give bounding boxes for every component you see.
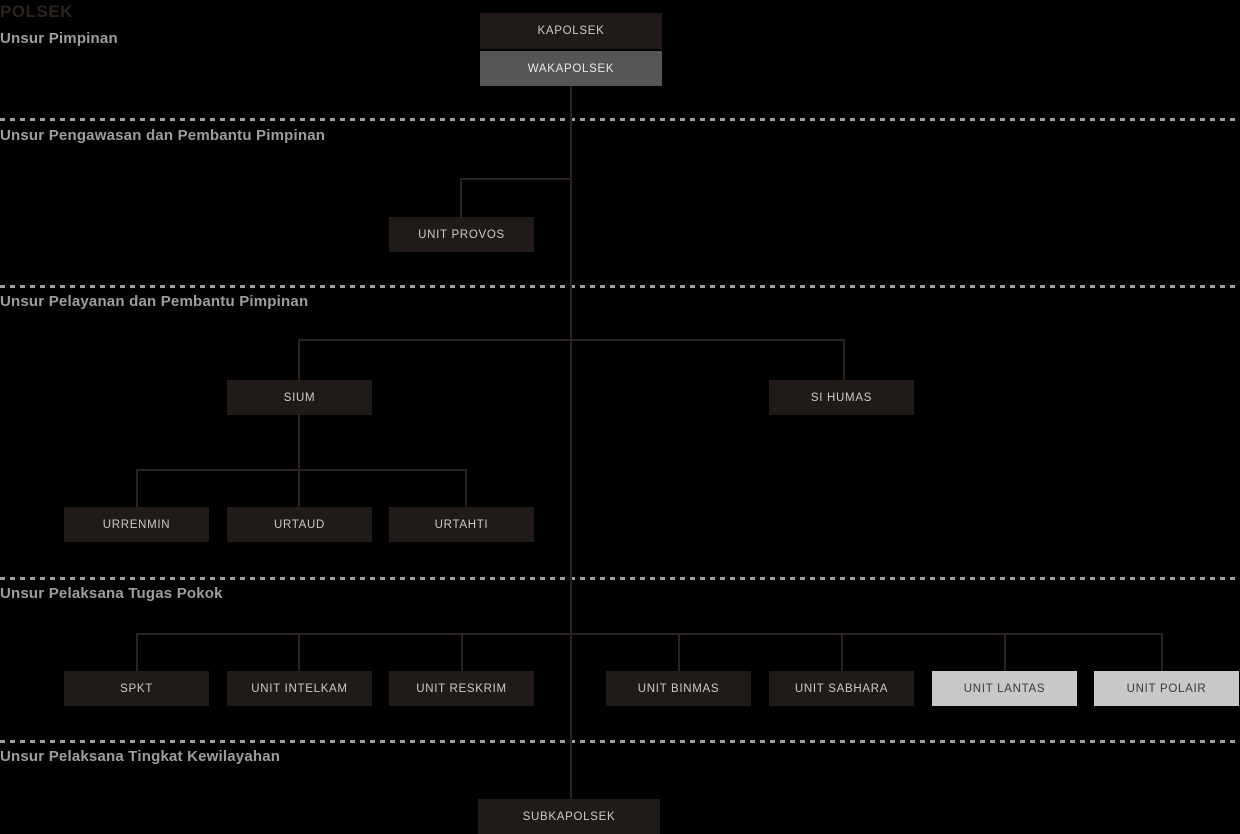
connector-sium-stem: [298, 414, 300, 470]
connector-provos-horizontal: [460, 178, 572, 180]
node-unit-lantas[interactable]: UNIT LANTAS: [932, 671, 1077, 706]
band-label-unsur-pengawasan: Unsur Pengawasan dan Pembantu Pimpinan: [0, 127, 326, 144]
node-si-humas[interactable]: SI HUMAS: [769, 380, 914, 415]
connector-main-trunk: [570, 85, 572, 801]
node-kapolsek[interactable]: KAPOLSEK: [480, 13, 662, 49]
band-label-unsur-pelayanan: Unsur Pelayanan dan Pembantu Pimpinan: [0, 293, 309, 310]
node-unit-reskrim[interactable]: UNIT RESKRIM: [389, 671, 534, 706]
connector-urrenmin-drop: [136, 469, 138, 508]
node-wakapolsek[interactable]: WAKAPOLSEK: [480, 51, 662, 86]
node-urtahti[interactable]: URTAHTI: [389, 507, 534, 542]
divider-1: [0, 118, 1240, 121]
connector-urtaud-drop: [298, 469, 300, 508]
connector-intelkam-drop: [298, 633, 300, 672]
divider-2: [0, 285, 1240, 288]
node-spkt[interactable]: SPKT: [64, 671, 209, 706]
band-label-unsur-kewilayahan: Unsur Pelaksana Tingkat Kewilayahan: [0, 748, 281, 765]
node-unit-polair[interactable]: UNIT POLAIR: [1094, 671, 1239, 706]
connector-sihumas-drop: [843, 339, 845, 381]
connector-spkt-drop: [136, 633, 138, 672]
connector-sium-children-bus: [136, 469, 466, 471]
connector-sabhara-drop: [841, 633, 843, 672]
divider-4: [0, 740, 1240, 743]
node-urtaud[interactable]: URTAUD: [227, 507, 372, 542]
connector-polair-drop: [1161, 633, 1163, 672]
node-unit-provos[interactable]: UNIT PROVOS: [389, 217, 534, 252]
node-subkapolsek[interactable]: SUBKAPOLSEK: [478, 799, 660, 834]
node-urrenmin[interactable]: URRENMIN: [64, 507, 209, 542]
divider-3: [0, 577, 1240, 580]
node-unit-intelkam[interactable]: UNIT INTELKAM: [227, 671, 372, 706]
connector-pelayanan-bus: [299, 339, 845, 341]
connector-urtahti-drop: [465, 469, 467, 508]
connector-tugas-pokok-bus: [136, 633, 1162, 635]
node-unit-sabhara[interactable]: UNIT SABHARA: [769, 671, 914, 706]
connector-binmas-drop: [678, 633, 680, 672]
band-label-unsur-pelaksana-tugas: Unsur Pelaksana Tugas Pokok: [0, 585, 223, 602]
connector-lantas-drop: [1004, 633, 1006, 672]
band-label-unsur-pimpinan: Unsur Pimpinan: [0, 30, 118, 47]
page-title: POLSEK: [0, 2, 73, 21]
connector-sium-drop: [298, 339, 300, 381]
connector-provos-vertical: [460, 178, 462, 218]
node-unit-binmas[interactable]: UNIT BINMAS: [606, 671, 751, 706]
connector-reskrim-drop: [461, 633, 463, 672]
node-sium[interactable]: SIUM: [227, 380, 372, 415]
